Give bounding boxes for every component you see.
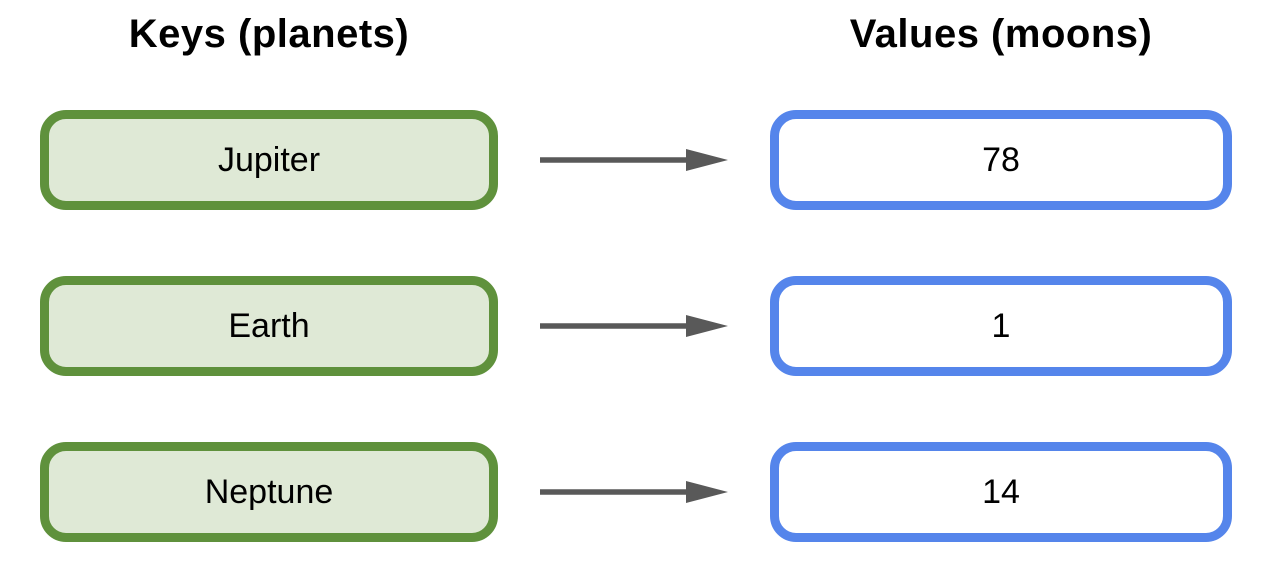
value-label: 78 bbox=[982, 140, 1020, 179]
key-label: Neptune bbox=[204, 472, 334, 511]
mapping-row-jupiter: Jupiter 78 bbox=[0, 110, 1288, 210]
value-box-jupiter: 78 bbox=[770, 110, 1232, 210]
arrow-icon bbox=[540, 481, 728, 503]
key-label: Jupiter bbox=[217, 140, 321, 179]
values-column-header: Values (moons) bbox=[849, 12, 1153, 56]
arrow-icon bbox=[540, 315, 728, 337]
mapping-row-neptune: Neptune 14 bbox=[0, 442, 1288, 542]
key-label: Earth bbox=[228, 306, 310, 345]
value-label: 1 bbox=[991, 306, 1011, 345]
key-box-jupiter: Jupiter bbox=[40, 110, 498, 210]
keys-column-header: Keys (planets) bbox=[128, 12, 410, 56]
key-box-earth: Earth bbox=[40, 276, 498, 376]
arrow-icon bbox=[540, 149, 728, 171]
value-box-neptune: 14 bbox=[770, 442, 1232, 542]
value-label: 14 bbox=[982, 472, 1020, 511]
value-box-earth: 1 bbox=[770, 276, 1232, 376]
mapping-row-earth: Earth 1 bbox=[0, 276, 1288, 376]
key-box-neptune: Neptune bbox=[40, 442, 498, 542]
